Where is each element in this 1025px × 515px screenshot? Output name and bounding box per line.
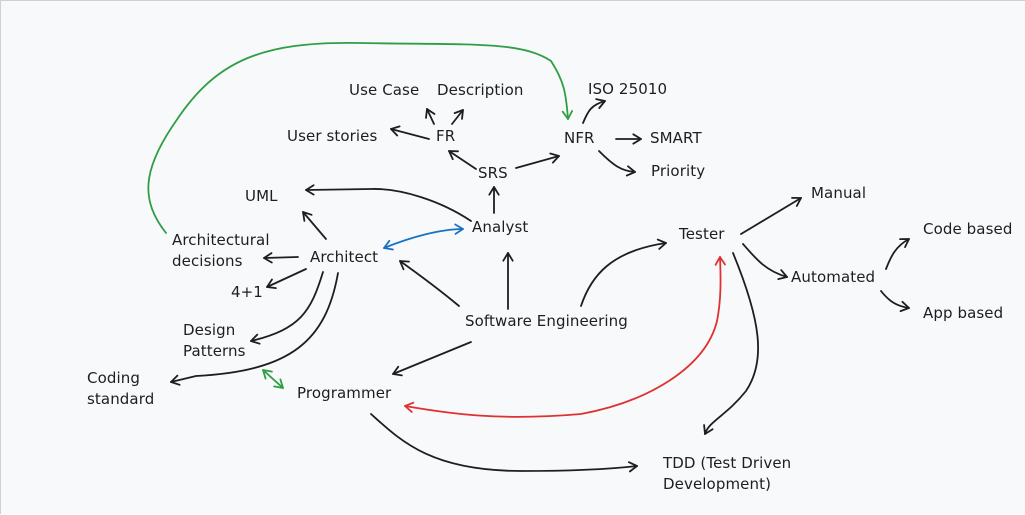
edge-srs-to-nfr <box>515 152 560 169</box>
arrowhead <box>453 109 464 120</box>
arrowhead <box>595 98 606 109</box>
edge-programmer-to-tdd <box>370 413 638 473</box>
arrowhead <box>399 260 410 271</box>
edge-architect-to-analyst <box>383 223 464 251</box>
node-nfr: NFR <box>564 129 595 147</box>
node-analyst: Analyst <box>472 218 529 236</box>
edge-tester-to-manual <box>740 197 802 235</box>
arrowhead <box>625 165 636 177</box>
node-smart: SMART <box>650 129 702 147</box>
arrowhead <box>628 461 638 473</box>
arrowhead <box>404 401 415 413</box>
arrowhead <box>425 108 436 119</box>
edge-architect-to-arch-decisions <box>263 252 299 264</box>
node-coding-standard: Coding standard <box>87 369 155 408</box>
node-4-plus-1: 4+1 <box>231 283 263 301</box>
arrowhead <box>899 300 910 312</box>
edge-automated-to-app-based <box>880 290 910 312</box>
arrowhead <box>632 133 642 145</box>
arrowhead <box>383 239 394 251</box>
node-manual: Manual <box>811 184 867 202</box>
edge-fr-to-description <box>451 109 464 125</box>
node-code-based: Code based <box>923 220 1013 238</box>
node-architectural-decisions: Architectural decisions <box>172 231 270 270</box>
node-iso-25010: ISO 25010 <box>588 80 668 98</box>
node-automated: Automated <box>791 268 876 286</box>
arrowhead <box>448 150 459 161</box>
edge-software-engineering-to-architect <box>399 260 460 307</box>
arrowhead <box>549 152 560 164</box>
arrowhead <box>454 223 464 235</box>
arrowhead <box>302 211 313 222</box>
arrowhead <box>656 238 667 250</box>
arrowhead <box>170 374 181 386</box>
arrowhead <box>263 252 273 264</box>
arrowhead <box>390 125 401 137</box>
edge-design-patterns-to-programmer <box>262 369 284 389</box>
node-tdd: TDD (Test Driven Development) <box>663 454 792 493</box>
edge-architect-to-coding-standard <box>170 272 339 386</box>
edge-analyst-to-srs <box>488 186 500 214</box>
node-use-case: Use Case <box>349 81 420 99</box>
edge-architect-to-uml <box>302 211 327 240</box>
node-architect: Architect <box>310 248 379 266</box>
node-software-engineering: Software Engineering <box>465 312 628 330</box>
edge-fr-to-use-case <box>425 108 436 125</box>
edge-software-engineering-to-programmer <box>392 341 472 377</box>
edge-automated-to-code-based <box>885 238 910 270</box>
edge-tester-to-automated <box>742 243 788 280</box>
edge-nfr-to-priority <box>598 150 636 177</box>
arrowhead <box>714 256 726 266</box>
edge-software-engineering-to-analyst <box>502 252 514 310</box>
arrowhead <box>791 197 802 207</box>
node-srs: SRS <box>478 164 508 182</box>
node-fr: FR <box>436 127 456 145</box>
arrowhead <box>305 184 315 196</box>
arrowhead <box>392 365 403 377</box>
edge-nfr-to-smart <box>615 133 642 145</box>
edge-architect-to-design-patterns <box>250 271 324 345</box>
arrowhead <box>502 252 514 262</box>
edge-programmer-to-tester <box>404 256 726 418</box>
edge-analyst-to-uml <box>305 184 472 222</box>
arrowhead <box>703 424 714 435</box>
arrowhead <box>273 378 284 389</box>
edge-nfr-to-iso <box>582 98 606 124</box>
node-user-stories: User stories <box>287 127 378 145</box>
arrowhead <box>262 369 273 380</box>
edge-fr-to-user-stories <box>390 125 430 140</box>
node-app-based: App based <box>923 304 1004 322</box>
arrowhead <box>266 278 277 289</box>
arrowhead <box>250 333 261 345</box>
node-tester: Tester <box>679 225 725 243</box>
edge-architect-to-four-plus-one <box>266 268 307 289</box>
arrowhead <box>561 110 573 120</box>
node-design-patterns: Design Patterns <box>183 321 246 360</box>
arrowhead <box>899 238 910 248</box>
arrowhead <box>777 269 788 280</box>
node-description: Description <box>437 81 524 99</box>
edge-tester-to-tdd <box>703 252 759 435</box>
edge-arch-decisions-to-nfr <box>147 41 573 234</box>
node-uml: UML <box>245 187 278 205</box>
edge-software-engineering-to-tester <box>580 238 667 307</box>
node-priority: Priority <box>651 162 706 180</box>
node-programmer: Programmer <box>297 384 392 402</box>
arrowhead <box>488 186 500 196</box>
edge-srs-to-fr <box>448 150 477 170</box>
